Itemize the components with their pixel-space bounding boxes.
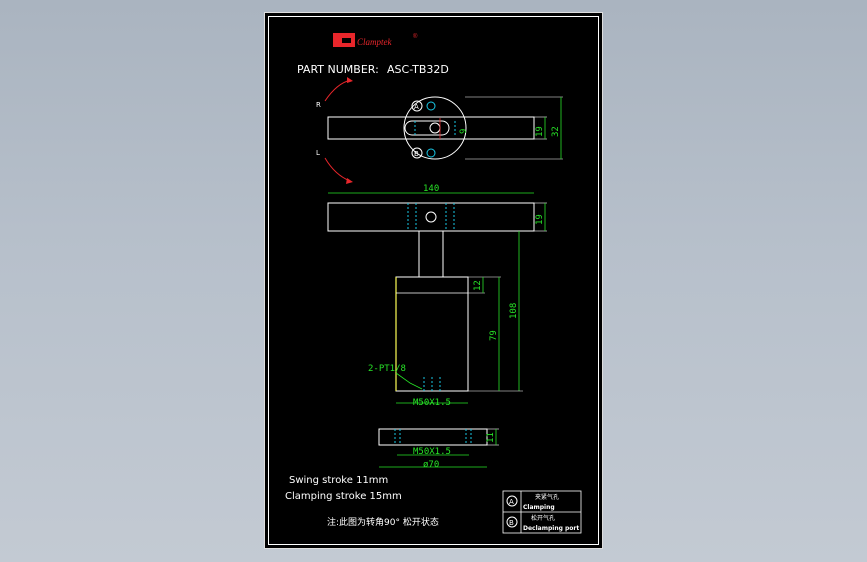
dim-19-top: 19 <box>535 126 545 137</box>
rotation-arc-bottom <box>324 157 351 182</box>
clamping-stroke-note: Clamping stroke 15mm <box>285 491 402 502</box>
top-view: R L A B 19 32 <box>316 77 563 184</box>
legend-b-en: Declamping port <box>523 525 579 532</box>
port-leader <box>395 372 423 390</box>
arm-side-hole <box>425 211 437 223</box>
legend-b-cn: 松开气孔 <box>531 514 555 522</box>
arm-slot <box>404 120 450 136</box>
swing-arm-side <box>327 202 535 232</box>
dim-11: 11 <box>486 432 496 443</box>
dia-70: ø70 <box>423 460 439 470</box>
brand-registered: ® <box>413 33 418 40</box>
part-number-value: ASC-TB32D <box>387 63 449 76</box>
legend-a-circle <box>506 495 518 507</box>
rotation-left-label: L <box>316 149 320 157</box>
dim-108: 108 <box>509 303 519 319</box>
side-view: 140 19 108 12 79 <box>327 184 547 408</box>
port-b-label: B <box>414 150 419 158</box>
port-b-hole <box>426 148 436 158</box>
rotation-arrow-top <box>347 77 353 83</box>
port-a-marker <box>411 100 423 112</box>
logo-mark-cut <box>342 38 351 43</box>
legend-a-en: Clamping <box>523 504 555 511</box>
port-a-label: A <box>414 103 419 111</box>
clamptek-logo: Clamptek ® <box>333 33 418 47</box>
cad-drawing: Clamptek ® PART NUMBER: ASC-TB32D R L A <box>285 33 582 534</box>
brand-name: Clamptek <box>357 37 392 47</box>
swing-arm-top <box>327 116 535 140</box>
swing-stroke-note: Swing stroke 11mm <box>289 475 388 486</box>
legend-b-circle <box>506 516 518 528</box>
thread-dim-2: M50X1.5 <box>413 447 451 457</box>
flange-nut <box>378 428 488 446</box>
drawing-border <box>268 16 599 545</box>
part-number-label: PART NUMBER: <box>297 63 379 76</box>
port-legend-table: A 夹紧气孔 Clamping B 松开气孔 Declamping port <box>502 490 582 534</box>
cn-note: 注:此图为转角90° 松开状态 <box>327 516 439 528</box>
legend-b-symbol: B <box>509 519 514 527</box>
port-b-marker <box>411 147 423 159</box>
dim-140: 140 <box>423 184 439 194</box>
arm-pivot-hole <box>429 122 441 134</box>
piston-rod <box>418 230 444 278</box>
legend-a-cn: 夹紧气孔 <box>535 493 559 501</box>
drawing-sheet: Clamptek ® PART NUMBER: ASC-TB32D R L A <box>264 12 603 549</box>
rotation-right-label: R <box>316 101 321 109</box>
thread-dim-1: M50X1.5 <box>413 398 451 408</box>
dim-79: 79 <box>489 330 499 341</box>
port-a-hole <box>426 101 436 111</box>
rotation-arc-top <box>324 79 352 102</box>
dim-32: 32 <box>551 126 561 137</box>
legend-a-symbol: A <box>509 498 514 506</box>
dim-19-side: 19 <box>535 214 545 225</box>
dim-12: 12 <box>473 280 483 291</box>
base-flange-circle <box>403 96 467 160</box>
flange-nut-view: 11 M50X1.5 ø70 <box>378 428 499 470</box>
port-callout: 2-PT1/8 <box>368 364 406 374</box>
dim-9: 9 <box>459 129 469 134</box>
rotation-arrow-bottom <box>346 178 353 184</box>
cylinder-body <box>395 276 469 392</box>
